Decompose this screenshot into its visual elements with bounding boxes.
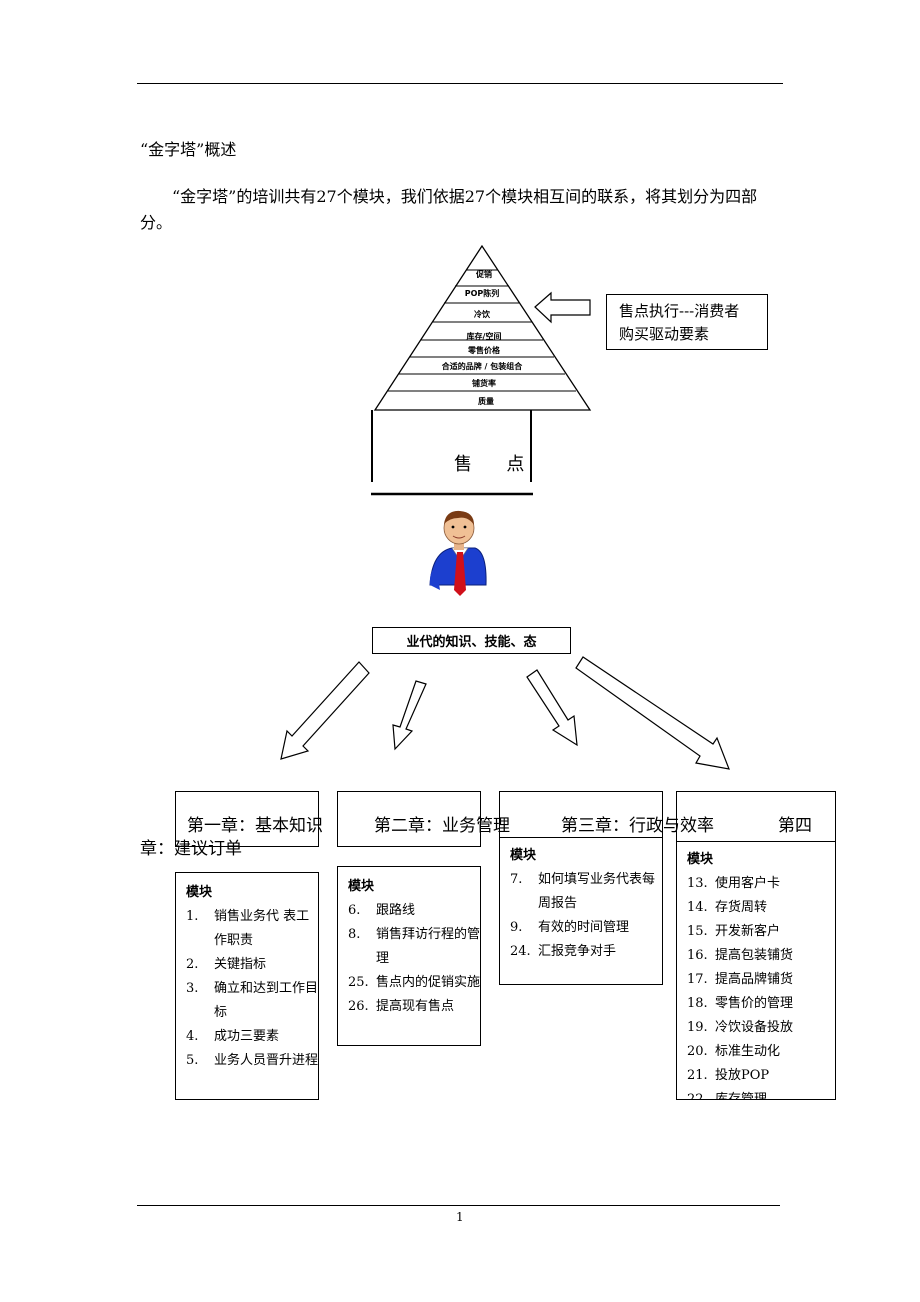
module-item: 9.有效的时间管理 bbox=[510, 920, 630, 935]
module-item: 2.关键指标 bbox=[186, 957, 267, 972]
module-item: 25.售点内的促销实施 bbox=[348, 975, 481, 990]
module-box-4: 模块 13.使用客户卡 14.存货周转 15.开发新客户 16.提高包装铺货 1… bbox=[676, 841, 836, 1100]
base-label: 售 点 bbox=[454, 454, 525, 475]
module-item: 6. 跟路线 bbox=[348, 903, 416, 918]
pyramid-layer-4: 库存/空间 bbox=[467, 331, 502, 341]
module-item: 8. 销售拜访行程的管理 bbox=[348, 927, 481, 966]
module-item: 20.标准生动化 bbox=[687, 1044, 781, 1059]
pyramid-layer-8: 质量 bbox=[478, 396, 494, 406]
left-arrow-icon bbox=[534, 291, 591, 324]
arrow-far-right-icon bbox=[575, 656, 730, 770]
module-item: 22.库存管理 bbox=[687, 1092, 768, 1100]
arrow-down-icon bbox=[392, 680, 427, 751]
module-item: 17.提高品牌铺货 bbox=[687, 972, 794, 987]
module-box-2: 模块 6. 跟路线 8. 销售拜访行程的管理 25.售点内的促销实施 26.提高… bbox=[337, 866, 481, 1046]
callout-box: 售点执行---消费者 购买驱动要素 bbox=[606, 294, 768, 350]
module-item: 15.开发新客户 bbox=[687, 924, 781, 939]
module-item: 1.销售业务代 表工作职责 bbox=[186, 909, 310, 948]
arrow-down-right-icon bbox=[526, 669, 578, 747]
module-item: 3.确立和达到工作目标 bbox=[186, 981, 319, 1020]
module-item: 5.业务人员晋升进程 bbox=[186, 1053, 319, 1068]
module-item: 19.冷饮设备投放 bbox=[687, 1020, 794, 1035]
chapter-4-title-part2: 章：建议订单 bbox=[140, 839, 242, 859]
module-item: 13.使用客户卡 bbox=[687, 876, 781, 891]
salesman-icon bbox=[429, 510, 487, 596]
module-item: 26.提高现有售点 bbox=[348, 999, 455, 1014]
pyramid-layer-6: 合适的品牌 / 包装组合 bbox=[441, 361, 523, 371]
arrow-down-left-icon bbox=[280, 661, 370, 760]
chapter-2-box bbox=[337, 791, 481, 847]
callout-line-1: 售点执行---消费者 bbox=[619, 302, 740, 320]
module-item: 21.投放POP bbox=[687, 1068, 770, 1083]
module-item: 16.提高包装铺货 bbox=[687, 948, 794, 963]
pyramid-layer-1: 促销 bbox=[475, 269, 492, 279]
page-number: 1 bbox=[456, 1210, 464, 1224]
module-box-1: 模块 1.销售业务代 表工作职责 2.关键指标 3.确立和达到工作目标 4.成功… bbox=[175, 872, 319, 1100]
module-item: 14.存货周转 bbox=[687, 900, 768, 915]
module-item: 7. 如何填写业务代表每周报告 bbox=[510, 872, 656, 911]
module-heading: 模块 bbox=[687, 852, 714, 867]
pyramid-layer-3: 冷饮 bbox=[474, 309, 491, 319]
pyramid-outline bbox=[373, 244, 592, 411]
intro-paragraph: “金字塔”的培训共有27个模块，我们依据27个模块相互间的联系，将其划分为四部分… bbox=[140, 187, 758, 232]
module-box-3: 模块 7. 如何填写业务代表每周报告 9.有效的时间管理 24.汇报竞争对手 bbox=[499, 837, 663, 985]
section-title: “金字塔”概述 bbox=[140, 140, 237, 159]
header-rule bbox=[137, 83, 783, 84]
chapter-1-box bbox=[175, 791, 319, 847]
module-item: 24.汇报竞争对手 bbox=[510, 944, 617, 959]
chapter-2-title: 第二章：业务管理 bbox=[374, 816, 510, 836]
pyramid-layer-7: 铺货率 bbox=[472, 378, 496, 388]
skills-box: 业代的知识、技能、态 bbox=[372, 627, 571, 654]
module-heading: 模块 bbox=[186, 885, 213, 900]
module-heading: 模块 bbox=[510, 848, 537, 863]
module-heading: 模块 bbox=[348, 879, 375, 894]
chapter-1-title: 第一章：基本知识 bbox=[187, 816, 323, 836]
pyramid-layer-2: POP陈列 bbox=[465, 288, 500, 298]
module-item: 18.零售价的管理 bbox=[687, 996, 794, 1011]
chapter-3-title: 第三章：行政与效率 bbox=[561, 816, 714, 836]
chapter-4-title-part1: 第四 bbox=[778, 816, 812, 836]
module-item: 4.成功三要素 bbox=[186, 1029, 280, 1044]
pyramid-layer-5: 零售价格 bbox=[467, 345, 501, 355]
callout-line-2: 购买驱动要素 bbox=[619, 325, 710, 343]
footer-rule bbox=[137, 1205, 780, 1206]
